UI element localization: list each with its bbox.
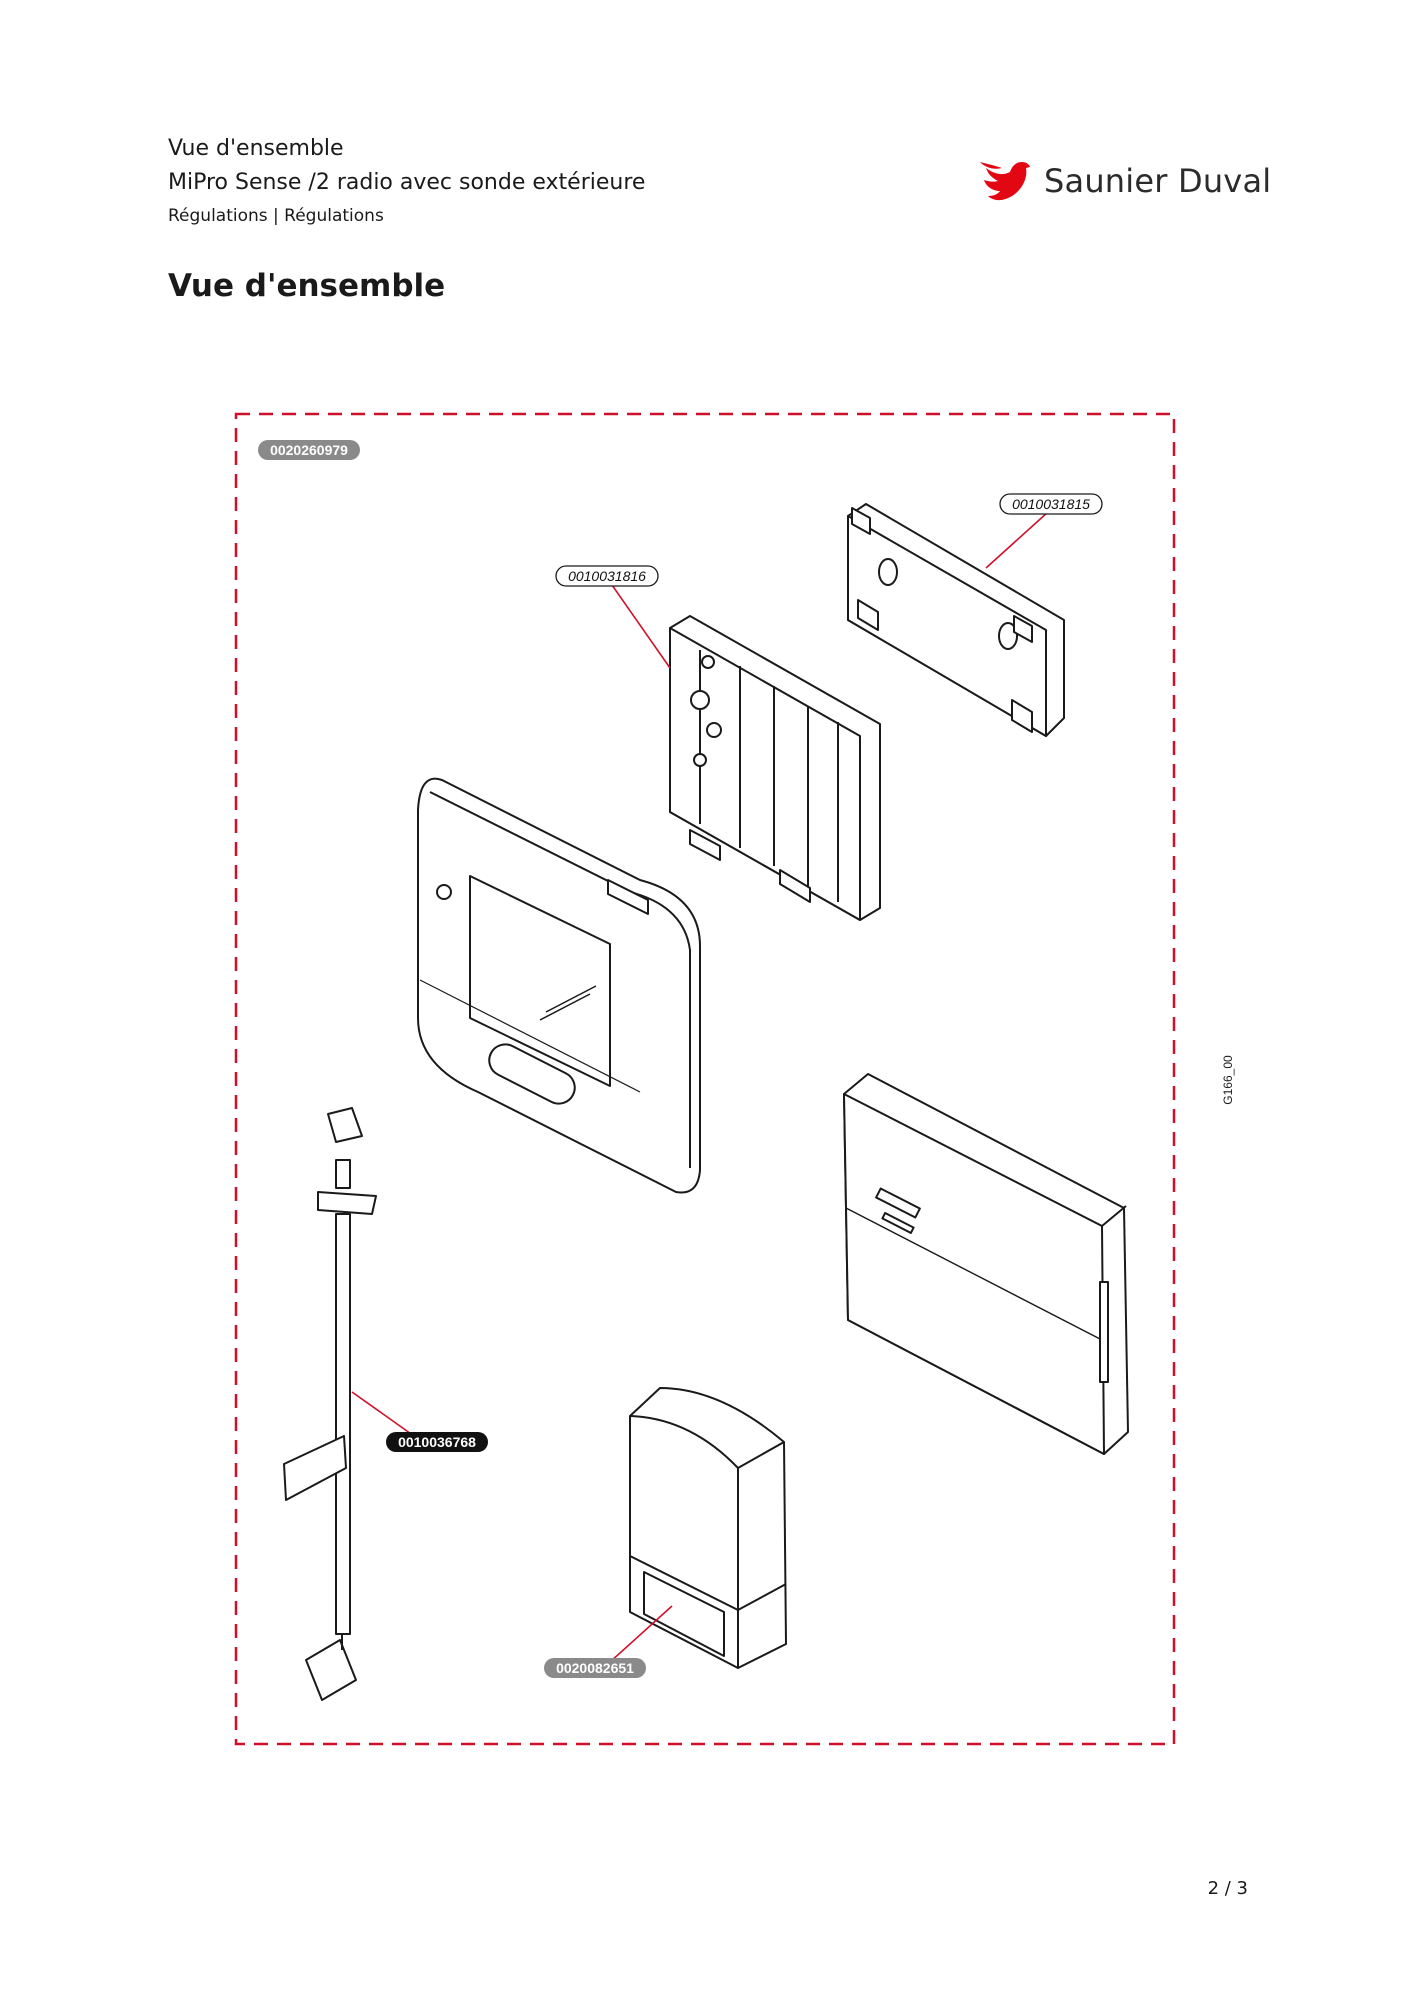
- svg-text:0020082651: 0020082651: [556, 1660, 634, 1676]
- outdoor-sensor-drawing: [629, 1387, 787, 1669]
- drawing-id: G166_00: [1221, 1055, 1235, 1105]
- product-name: MiPro Sense /2 radio avec sonde extérieu…: [168, 170, 646, 195]
- svg-text:0010031816: 0010031816: [568, 568, 646, 584]
- part-tag-kit: 0020260979: [258, 440, 360, 460]
- part-tag-outdoor-sensor: 0020082651: [544, 1658, 646, 1678]
- leader-lines: [351, 511, 1049, 1663]
- brand-logo: Saunier Duval: [980, 158, 1271, 204]
- part-tag-battery-holder: 0010031816: [555, 565, 659, 587]
- cable-drawing: [283, 1107, 377, 1701]
- bird-logo-icon: [980, 162, 1030, 201]
- svg-text:0010036768: 0010036768: [398, 1434, 476, 1450]
- part-tag-wall-bracket: 0010031815: [999, 493, 1103, 515]
- page-number: 2 / 3: [1207, 1878, 1248, 1899]
- wall-bracket-drawing: [847, 503, 1065, 737]
- page-heading: Vue d'ensemble: [168, 268, 446, 304]
- document-title: Vue d'ensemble: [168, 136, 344, 161]
- svg-text:0020260979: 0020260979: [270, 442, 348, 458]
- battery-holder-drawing: [669, 615, 881, 921]
- svg-text:0010031815: 0010031815: [1012, 496, 1090, 512]
- receiver-box-drawing: [843, 1073, 1129, 1455]
- kit-boundary-frame: [234, 412, 1176, 1746]
- brand-name: Saunier Duval: [1044, 162, 1272, 200]
- category-breadcrumb: Régulations | Régulations: [168, 206, 384, 226]
- part-tag-cable: 0010036768: [386, 1432, 488, 1452]
- room-unit-drawing: [417, 777, 701, 1194]
